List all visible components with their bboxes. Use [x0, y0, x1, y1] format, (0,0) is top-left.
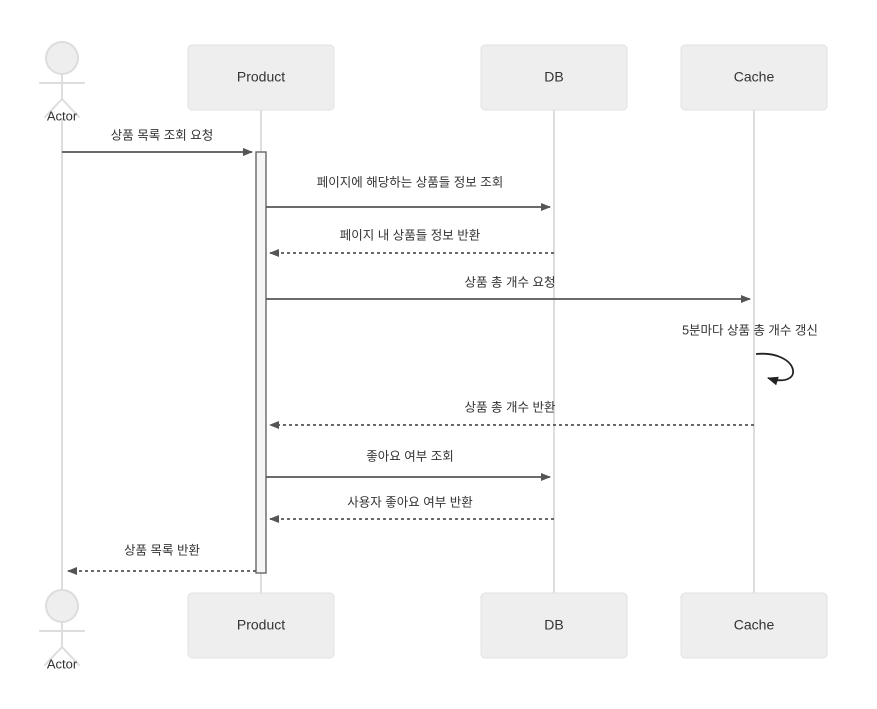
participant-box-db-bottom[interactable]	[480, 592, 628, 659]
participant-label-db-top: DB	[544, 69, 563, 85]
message-label-1: 상품 목록 조회 요청	[111, 128, 213, 142]
participant-product-bottom[interactable]: Product	[187, 592, 335, 659]
message-label-6: 상품 총 개수 반환	[465, 400, 556, 414]
message-7[interactable]: 좋아요 여부 조회	[266, 449, 551, 481]
message-arrow-5-self-loop	[755, 352, 794, 386]
participant-db-bottom[interactable]: DB	[480, 592, 628, 659]
message-label-7: 좋아요 여부 조회	[366, 449, 453, 463]
participant-label-product-bottom: Product	[237, 617, 285, 633]
message-2[interactable]: 페이지에 해당하는 상품들 정보 조회	[266, 175, 551, 211]
participant-box-cache-top[interactable]	[680, 44, 828, 111]
participant-label-cache-top: Cache	[734, 69, 775, 85]
actor-top[interactable]: Actor	[39, 41, 85, 123]
participant-box-product-bottom[interactable]	[187, 592, 335, 659]
message-label-3: 페이지 내 상품들 정보 반환	[340, 228, 481, 242]
message-9[interactable]: 상품 목록 반환	[67, 543, 256, 575]
activation-bar-product	[255, 151, 267, 574]
actor-label-top: Actor	[47, 108, 78, 123]
message-label-5: 5분마다 상품 총 개수 갱신	[682, 323, 818, 337]
participant-cache-top[interactable]: Cache	[680, 44, 828, 111]
message-5-self-loop[interactable]: 5분마다 상품 총 개수 갱신	[682, 323, 818, 386]
actor-label-bottom: Actor	[47, 656, 78, 671]
actor-right-leg-icon	[61, 98, 80, 118]
message-8[interactable]: 사용자 좋아요 여부 반환	[269, 495, 554, 523]
actor-head-icon-bottom	[45, 589, 79, 623]
participant-box-cache-bottom[interactable]	[680, 592, 828, 659]
message-3[interactable]: 페이지 내 상품들 정보 반환	[269, 228, 554, 257]
message-label-8: 사용자 좋아요 여부 반환	[347, 495, 473, 509]
actor-left-leg-icon	[44, 98, 63, 118]
actor-head-icon	[45, 41, 79, 75]
actor-left-leg-icon-bottom	[44, 646, 63, 666]
message-4[interactable]: 상품 총 개수 요청	[266, 275, 751, 303]
message-label-2: 페이지에 해당하는 상품들 정보 조회	[317, 175, 503, 189]
participant-label-cache-bottom: Cache	[734, 617, 775, 633]
participant-product-top[interactable]: Product	[187, 44, 335, 111]
participant-box-product-top[interactable]	[187, 44, 335, 111]
message-label-4: 상품 총 개수 요청	[465, 275, 556, 289]
participant-cache-bottom[interactable]: Cache	[680, 592, 828, 659]
message-1[interactable]: 상품 목록 조회 요청	[62, 128, 253, 156]
participant-db-top[interactable]: DB	[480, 44, 628, 111]
message-label-9: 상품 목록 반환	[124, 543, 200, 557]
actor-right-leg-icon-bottom	[61, 646, 80, 666]
participant-box-db-top[interactable]	[480, 44, 628, 111]
participant-label-product-top: Product	[237, 69, 285, 85]
participant-label-db-bottom: DB	[544, 617, 563, 633]
actor-bottom[interactable]: Actor	[39, 589, 85, 671]
message-6[interactable]: 상품 총 개수 반환	[269, 400, 754, 429]
